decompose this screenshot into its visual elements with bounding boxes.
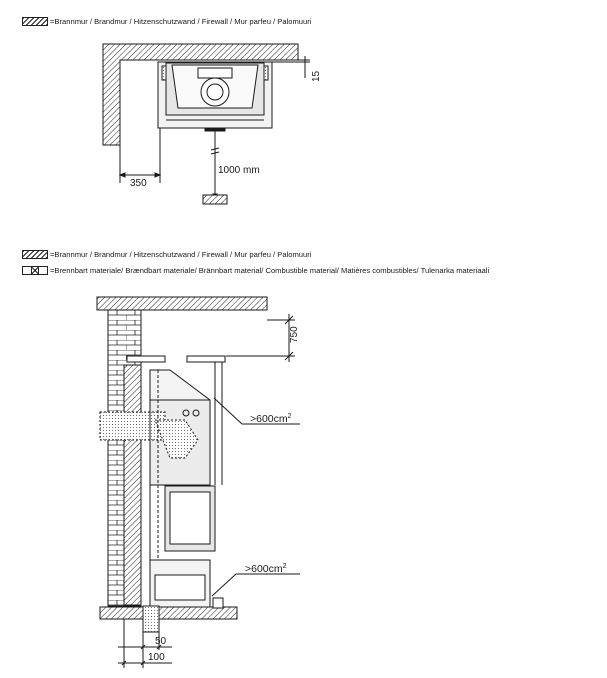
ceiling-slab	[96, 296, 268, 311]
legend-firewall-bottom: =Brannmur / Brandmur / Hitzenschutzwand …	[22, 248, 311, 260]
firewall-hatch-swatch	[22, 16, 48, 26]
legend-combustible: =Brennbart materiale/ Brændbart material…	[22, 264, 489, 276]
legend-combustible-text: =Brennbart materiale/ Brændbart material…	[50, 265, 490, 275]
top-view-diagram	[102, 43, 310, 205]
dim-1000-label: 1000 mm	[218, 165, 260, 176]
dim-100-label: 100	[148, 652, 165, 663]
vent-lower-label: >600cm2	[245, 563, 287, 575]
front-firewall-marker	[202, 194, 228, 205]
floor-slab	[99, 606, 238, 620]
dim-750-label: 750	[289, 326, 300, 343]
stove-side-view	[99, 369, 224, 609]
stove-top-view	[157, 61, 273, 132]
legend-firewall-text: =Brannmur / Brandmur / Hitzenschutzwand …	[50, 16, 312, 26]
combustible-swatch	[22, 265, 48, 275]
dim-50-label: 50	[155, 636, 167, 647]
firewall-corner	[102, 43, 299, 146]
legend-firewall-text: =Brannmur / Brandmur / Hitzenschutzwand …	[50, 249, 312, 259]
legend-firewall-top: =Brannmur / Brandmur / Hitzenschutzwand …	[22, 15, 311, 27]
shelf-right	[186, 355, 226, 363]
vent-upper-label: >600cm2	[250, 413, 292, 425]
dim-350-label: 350	[130, 178, 147, 189]
side-view-diagram	[96, 296, 300, 668]
floor-plate	[142, 605, 160, 633]
dim-15-label: 15	[311, 70, 322, 82]
firewall-hatch-swatch	[22, 249, 48, 259]
shelf-left	[126, 355, 166, 363]
